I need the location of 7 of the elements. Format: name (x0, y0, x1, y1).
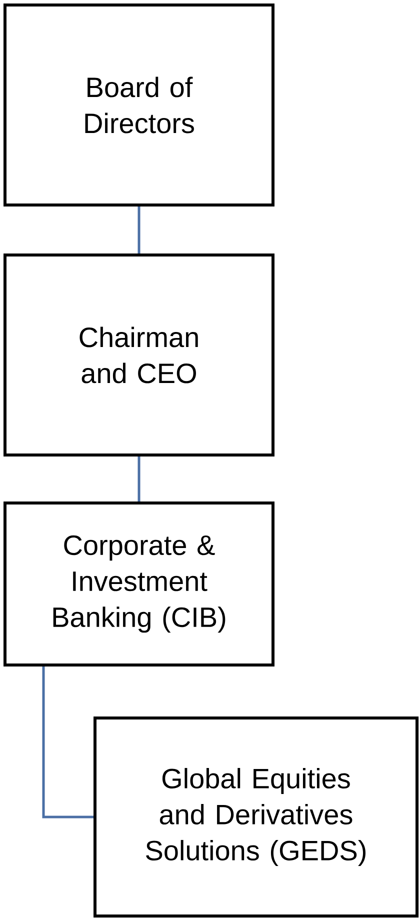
org-box: Chairman and CEO (4, 254, 274, 456)
org-box: Corporate & Investment Banking (CIB) (4, 502, 274, 666)
connector-line (138, 206, 140, 254)
org-box: Board of Directors (4, 4, 274, 206)
connector-line (42, 666, 94, 818)
org-box: Global Equities and Derivatives Solutions (GEDS) (94, 716, 418, 918)
connector-line (138, 456, 140, 502)
